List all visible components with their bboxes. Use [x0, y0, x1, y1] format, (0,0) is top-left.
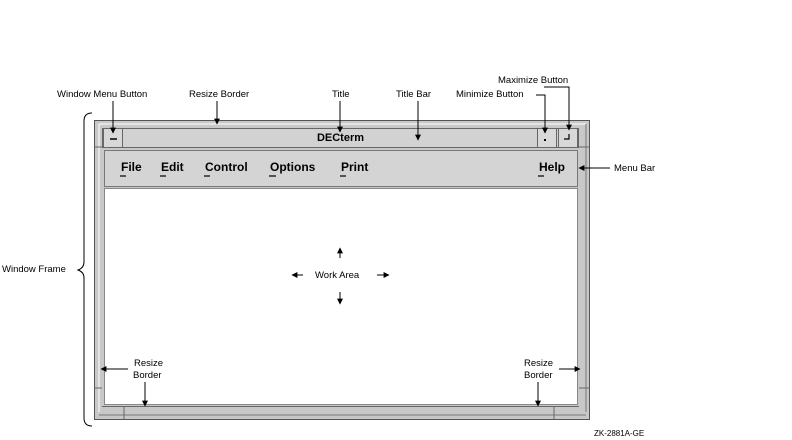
maximize-icon — [564, 134, 570, 140]
label-resize-right-2: Border — [524, 370, 553, 381]
label-resize-right-1: Resize — [524, 358, 554, 369]
menu-control[interactable]: Control — [205, 160, 248, 174]
bottom-resize-border[interactable] — [102, 406, 579, 414]
label-window-menu-button: Window Menu Button — [57, 89, 148, 100]
label-resize-left-1: Resize — [134, 358, 164, 369]
label-menu-bar: Menu Bar — [614, 163, 656, 174]
label-resize-border-top: Resize Border — [189, 89, 250, 100]
menu-options[interactable]: Options — [270, 160, 316, 174]
work-area[interactable] — [104, 188, 578, 405]
menu-bar: File Edit Control Options Print Help — [104, 150, 578, 187]
figure-id: ZK-2881A-GE — [594, 429, 645, 438]
window-frame-brace — [76, 112, 93, 427]
menu-file[interactable]: File — [121, 160, 142, 174]
work-area-label: Work Area — [315, 270, 360, 281]
menu-edit[interactable]: Edit — [161, 160, 184, 174]
label-resize-left-2: Border — [133, 370, 162, 381]
label-window-frame: Window Frame — [2, 264, 66, 275]
menu-print[interactable]: Print — [341, 160, 369, 174]
window-title: DECterm — [316, 132, 365, 144]
label-maximize-button: Maximize Button — [498, 75, 569, 86]
label-title: Title — [332, 89, 350, 100]
window-menu-button[interactable] — [103, 129, 123, 147]
label-minimize-button: Minimize Button — [456, 89, 524, 100]
label-title-bar: Title Bar — [396, 89, 432, 100]
maximize-button[interactable] — [558, 129, 578, 147]
title-bar[interactable]: DECterm — [102, 128, 579, 148]
menu-help[interactable]: Help — [539, 160, 566, 174]
minimize-icon — [544, 139, 546, 141]
